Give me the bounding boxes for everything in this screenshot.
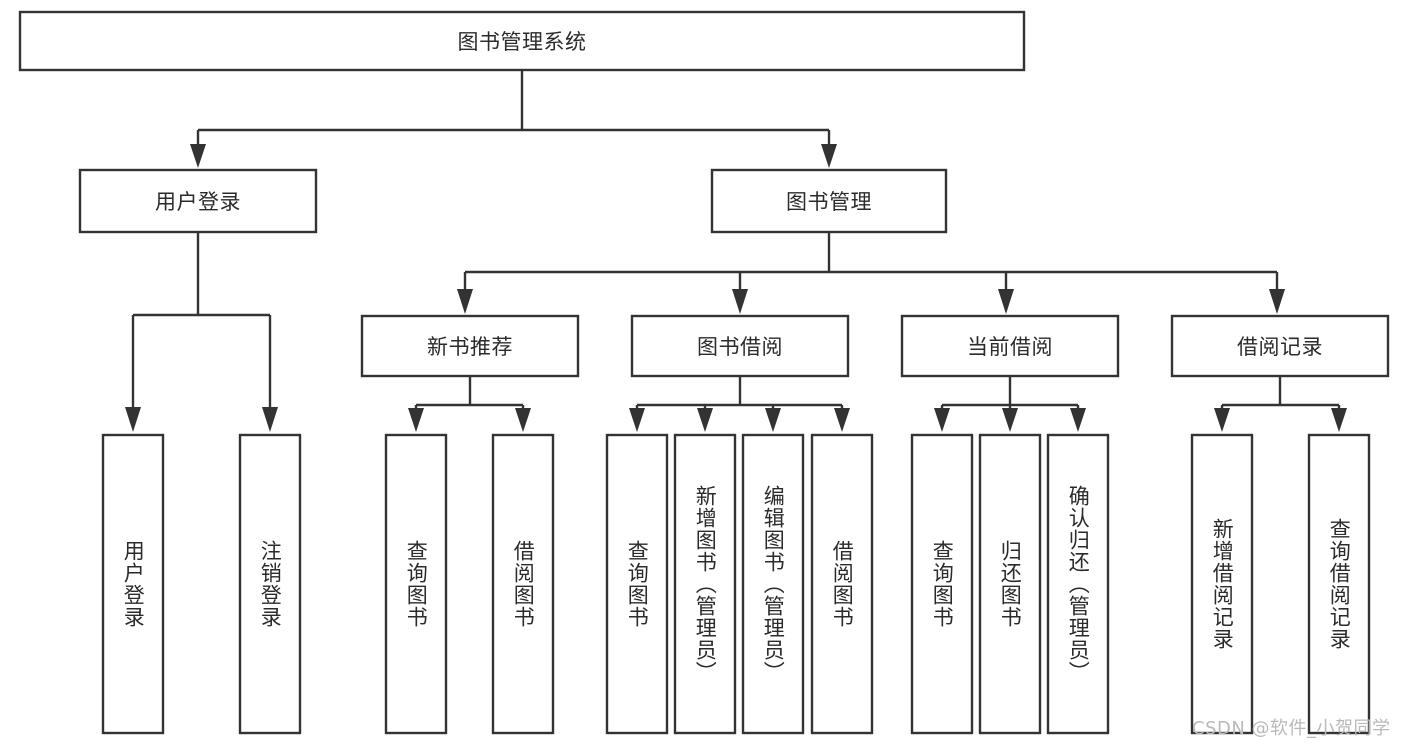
node-box-leaf-add-record[interactable]: [1190, 433, 1254, 735]
arrowhead-book-management: [821, 144, 837, 168]
connector-group-new-book-recommend: [408, 376, 531, 432]
arrowhead-leaf-query-book-1: [408, 408, 424, 432]
node-box-leaf-query-record[interactable]: [1307, 433, 1371, 735]
node-box-leaf-confirm-return[interactable]: [1046, 433, 1110, 735]
node-box-leaf-query-book-1[interactable]: [384, 433, 448, 735]
connector-group-current-borrow: [934, 376, 1086, 432]
node-box-current-borrow[interactable]: [900, 314, 1120, 378]
node-box-user-login[interactable]: [78, 168, 318, 234]
arrowhead-borrow-record: [1269, 289, 1285, 314]
arrowhead-leaf-logout-login: [262, 407, 278, 432]
arrowhead-leaf-borrow-book-2: [834, 408, 850, 432]
connector-group-user-login: [125, 232, 278, 432]
arrowhead-leaf-add-record: [1214, 408, 1230, 432]
arrowhead-book-borrow: [732, 289, 748, 314]
arrowhead-user-login: [190, 144, 206, 168]
arrowhead-leaf-confirm-return: [1070, 408, 1086, 432]
node-box-new-book-recommend[interactable]: [360, 314, 580, 378]
connector-group-borrow-record: [1214, 376, 1347, 432]
connector-group-book-management: [457, 232, 1285, 314]
arrowhead-leaf-query-record: [1331, 408, 1347, 432]
connector-group-root: [190, 70, 837, 168]
node-box-leaf-query-book-2[interactable]: [605, 433, 669, 735]
node-box-leaf-borrow-book-2[interactable]: [810, 433, 874, 735]
node-box-leaf-query-book-3[interactable]: [910, 433, 974, 735]
node-box-leaf-edit-book[interactable]: [741, 433, 805, 735]
arrowhead-current-borrow: [998, 289, 1014, 314]
arrowhead-new-book-recommend: [457, 289, 473, 314]
node-box-book-management[interactable]: [710, 168, 948, 234]
arrowhead-leaf-query-book-3: [934, 408, 950, 432]
node-box-leaf-add-book[interactable]: [673, 433, 737, 735]
node-box-book-borrow[interactable]: [630, 314, 850, 378]
node-box-borrow-record[interactable]: [1170, 314, 1390, 378]
connector-group-book-borrow: [629, 376, 850, 432]
node-box-root[interactable]: [18, 10, 1026, 72]
node-box-leaf-return-book[interactable]: [978, 433, 1042, 735]
arrowhead-leaf-edit-book: [765, 408, 781, 432]
arrowhead-leaf-query-book-2: [629, 408, 645, 432]
arrowhead-leaf-user-login: [125, 407, 141, 432]
node-box-leaf-borrow-book-1[interactable]: [491, 433, 555, 735]
arrowhead-leaf-add-book: [697, 408, 713, 432]
node-box-leaf-user-login[interactable]: [101, 433, 165, 735]
node-box-leaf-logout-login[interactable]: [238, 433, 302, 735]
arrowhead-leaf-borrow-book-1: [515, 408, 531, 432]
arrowhead-leaf-return-book: [1002, 408, 1018, 432]
